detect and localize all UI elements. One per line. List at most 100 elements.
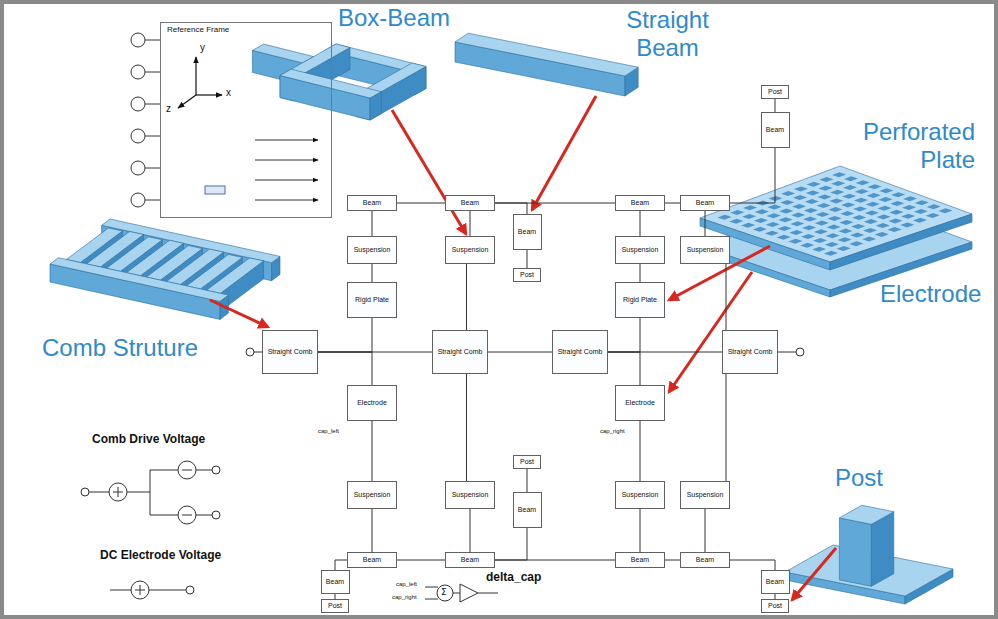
hole: [854, 198, 868, 203]
block-label: Post: [768, 602, 782, 610]
signal-name: delta_cap: [486, 570, 541, 584]
suspension-block: Suspension: [445, 236, 495, 264]
block-label: Suspension: [452, 491, 489, 499]
block-label: Post: [520, 458, 534, 466]
sum-symbol: Σ: [441, 587, 447, 597]
hole: [802, 225, 816, 230]
beam-block: Beam: [445, 552, 495, 568]
hole: [729, 219, 743, 224]
connector: [466, 264, 467, 330]
block-label: Straight Comb: [268, 348, 313, 356]
connector: [726, 374, 727, 481]
block-label: Post: [768, 88, 782, 96]
block-label: Rigid Plate: [623, 296, 657, 304]
hole: [832, 172, 846, 177]
hole: [903, 196, 917, 201]
comb-block: Straight Comb: [432, 330, 488, 374]
part-name: Post: [835, 464, 883, 492]
connector: [527, 250, 528, 268]
block-label: Rigid Plate: [355, 296, 389, 304]
block-label: Suspension: [622, 491, 659, 499]
block-label: Beam: [766, 578, 784, 586]
hole: [780, 200, 794, 205]
hole: [826, 233, 840, 238]
wire: [145, 200, 160, 201]
block-label: Straight Comb: [558, 348, 603, 356]
port-line: [255, 180, 318, 181]
hole: [853, 206, 867, 211]
wire: [145, 104, 160, 105]
hole: [718, 215, 732, 220]
hole: [926, 213, 940, 218]
post-block: Post: [761, 85, 789, 99]
hole: [779, 209, 793, 214]
terminal: [186, 586, 194, 594]
axes: [178, 57, 222, 108]
connector: [372, 211, 373, 236]
block-label: Beam: [696, 199, 714, 207]
block-label: Straight Comb: [438, 348, 483, 356]
connector: [640, 509, 641, 552]
beam-block: Beam: [615, 552, 665, 568]
connector: [495, 203, 527, 214]
pointer-arrow: [532, 96, 596, 210]
hole: [865, 210, 879, 215]
hole: [743, 205, 757, 210]
hole: [777, 235, 791, 240]
beam-block: Beam: [347, 195, 397, 211]
hole: [839, 220, 853, 225]
hole: [828, 216, 842, 221]
hole: [915, 200, 929, 205]
terminal: [246, 348, 254, 356]
hole: [841, 202, 855, 207]
port-circle: [131, 193, 145, 207]
block-label: Beam: [363, 199, 381, 207]
plate-figure: [700, 166, 972, 297]
part-name: Straight Beam: [615, 6, 720, 62]
post-block: Post: [321, 599, 349, 613]
hole: [842, 194, 856, 199]
signal-name: cap_right: [392, 594, 417, 600]
port-line: [255, 200, 318, 201]
sum-block: [437, 585, 453, 601]
hole: [754, 218, 768, 223]
connector: [397, 560, 445, 561]
hole: [829, 198, 843, 203]
hole: [768, 205, 782, 210]
suspension-block: Suspension: [347, 481, 397, 509]
hole: [878, 206, 892, 211]
pointer-arrows: [210, 96, 836, 600]
part-name: Box-Beam: [338, 4, 450, 32]
sources: [81, 348, 804, 602]
block-label: Suspension: [354, 246, 391, 254]
hole: [879, 188, 893, 193]
beam-bar: [280, 69, 381, 98]
comb-figure: [50, 219, 280, 319]
hole: [730, 210, 744, 215]
hole: [843, 185, 857, 190]
source-name: DC Electrode Voltage: [100, 548, 221, 562]
terminal: [212, 511, 220, 519]
electrode-block: Electrode: [615, 385, 665, 421]
wire: [110, 590, 131, 591]
terminal: [796, 348, 804, 356]
hole: [888, 227, 902, 232]
connector: [527, 469, 528, 492]
hole: [878, 197, 892, 202]
hole: [867, 193, 881, 198]
hole: [792, 204, 806, 209]
beam-arm: [252, 44, 313, 63]
hole: [824, 251, 838, 256]
suspension-block: Suspension: [680, 481, 730, 509]
hole: [818, 194, 832, 199]
hole: [825, 242, 839, 247]
hole: [766, 222, 780, 227]
y-axis: [195, 57, 196, 95]
hole: [838, 237, 852, 242]
hole: [877, 214, 891, 219]
plate-holes: [718, 172, 953, 256]
connector: [640, 421, 641, 481]
hole: [852, 215, 866, 220]
hole: [788, 239, 802, 244]
post-pillar: [839, 518, 871, 586]
